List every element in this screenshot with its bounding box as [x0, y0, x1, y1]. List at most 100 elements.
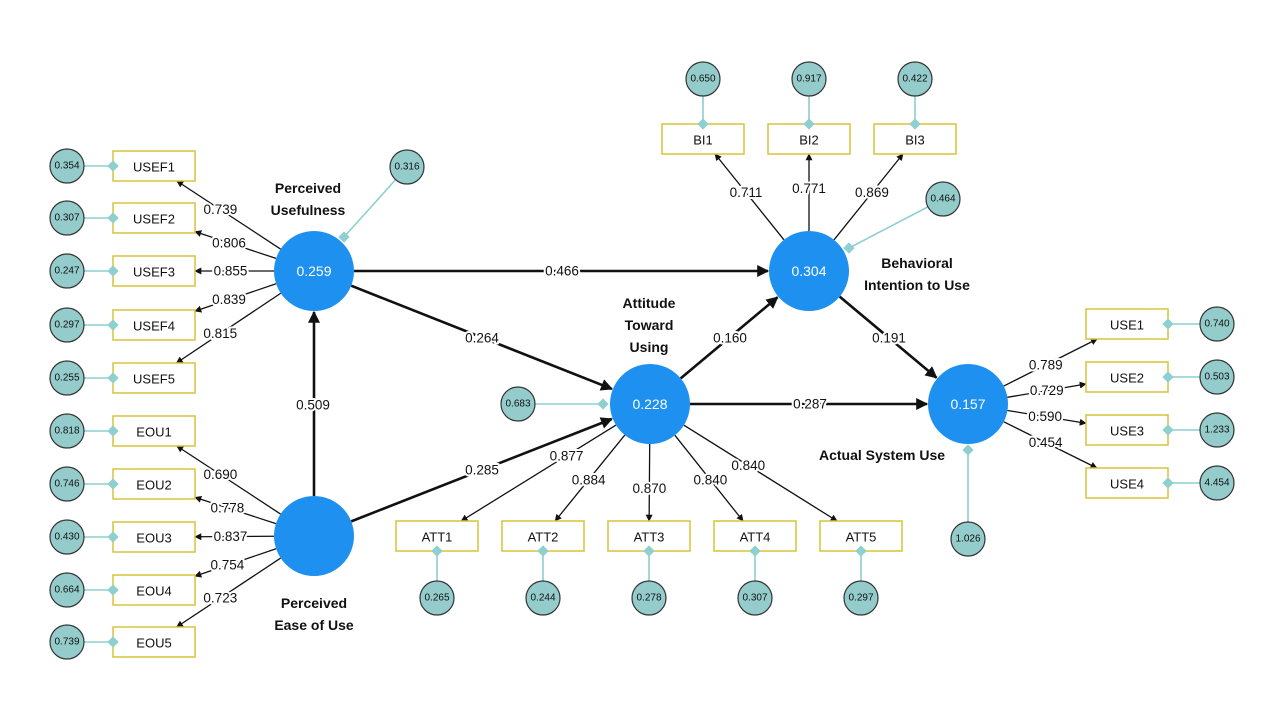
error-circle-att1 [419, 580, 455, 616]
loading-value-att4: 0.840 [693, 472, 727, 487]
latent-error-link-bi [848, 206, 929, 249]
indicator-label-use2: USE2 [1110, 371, 1144, 386]
indicator-label-usef1: USEF1 [133, 160, 175, 175]
loading-arrow-usef2 [194, 230, 277, 260]
indicator-box-usef2 [112, 202, 196, 234]
latent-construct-use [928, 364, 1008, 444]
error-value-att4: 0.307 [742, 593, 767, 604]
indicator-box-eou5 [112, 626, 196, 658]
error-circle-eou3 [49, 519, 85, 555]
latent-r-squared-att: 0.228 [632, 396, 667, 412]
error-value-bi3: 0.422 [902, 74, 927, 85]
indicator-label-bi3: BI3 [905, 133, 925, 148]
error-link-diamond-att2 [537, 545, 549, 557]
indicator-label-use3: USE3 [1110, 424, 1144, 439]
latent-error-value-use: 1.026 [955, 534, 980, 545]
indicator-label-att1: ATT1 [422, 530, 453, 545]
indicator-label-eou5: EOU5 [136, 636, 171, 651]
latent-error-value-att: 0.683 [505, 399, 530, 410]
loading-value-use4: 0.454 [1029, 435, 1063, 450]
path-peou_att-arrow [350, 417, 613, 523]
error-value-usef3: 0.247 [54, 266, 79, 277]
error-circle-use4 [1199, 465, 1235, 501]
latent-error-link-pu [343, 179, 397, 238]
error-circle-att4 [737, 580, 773, 616]
loading-value-bi3: 0.869 [855, 185, 889, 200]
loading-arrow-att1 [460, 424, 617, 522]
loading-value-eou4: 0.754 [211, 558, 245, 573]
loading-value-bi1: 0.711 [730, 185, 763, 200]
latent-label-att-line-1: Attitude [623, 295, 676, 311]
error-link-diamond-use3 [1162, 424, 1174, 436]
loading-value-usef1: 0.739 [204, 202, 238, 217]
path-coefficient-pu_att: 0.264 [465, 331, 499, 346]
loading-arrow-bi3 [833, 153, 904, 241]
loading-arrow-eou1 [176, 445, 281, 515]
indicator-box-use3 [1085, 414, 1169, 446]
latent-label-att-line-2: Toward [625, 317, 674, 333]
loading-arrow-att4 [674, 434, 744, 522]
loading-arrow-eou5 [176, 557, 282, 628]
loading-value-usef4: 0.839 [212, 292, 246, 307]
latent-r-squared-use: 0.157 [950, 396, 985, 412]
indicator-box-use4 [1085, 467, 1169, 499]
error-link-diamond-use1 [1162, 318, 1174, 330]
indicator-label-eou2: EOU2 [136, 478, 171, 493]
error-link-diamond-att3 [643, 545, 655, 557]
loading-arrow-att3 [645, 443, 653, 522]
indicator-box-eou1 [112, 415, 196, 447]
error-value-use1: 0.740 [1204, 319, 1229, 330]
loading-value-eou2: 0.778 [210, 500, 244, 515]
loading-value-use3: 0.590 [1028, 409, 1062, 424]
loading-arrow-att2 [554, 434, 626, 522]
indicator-label-bi2: BI2 [799, 133, 819, 148]
error-link-diamond-use4 [1162, 477, 1174, 489]
error-value-usef2: 0.307 [54, 213, 79, 224]
latent-label-peou-line-2: Ease of Use [274, 617, 354, 633]
loading-arrow-usef5 [175, 292, 282, 364]
loading-value-att1: 0.877 [550, 448, 584, 463]
error-value-att3: 0.278 [636, 593, 661, 604]
indicator-label-usef5: USEF5 [133, 372, 175, 387]
indicator-box-eou2 [112, 468, 196, 500]
loading-value-use1: 0.789 [1029, 357, 1063, 372]
error-circle-att2 [525, 580, 561, 616]
error-circle-att3 [631, 580, 667, 616]
error-circle-eou2 [49, 466, 85, 502]
loading-value-eou5: 0.723 [203, 591, 237, 606]
path-att_bi-arrow [679, 296, 779, 380]
error-value-eou3: 0.430 [54, 532, 79, 543]
error-value-eou4: 0.664 [54, 585, 79, 596]
error-link-diamond-att5 [855, 545, 867, 557]
latent-label-use-line-1: Actual System Use [819, 447, 945, 463]
error-circle-usef5 [49, 360, 85, 396]
loading-arrow-bi1 [714, 153, 785, 241]
latent-error-diamond-att [597, 398, 609, 410]
error-value-att5: 0.297 [848, 593, 873, 604]
error-value-usef5: 0.255 [54, 373, 79, 384]
error-circle-eou5 [49, 624, 85, 660]
latent-construct-pu [274, 231, 354, 311]
indicator-label-usef3: USEF3 [133, 265, 175, 280]
loading-arrow-usef1 [176, 180, 281, 250]
error-circle-use3 [1199, 412, 1235, 448]
loading-value-usef5: 0.815 [203, 326, 237, 341]
latent-construct-att [610, 364, 690, 444]
error-circle-use2 [1199, 359, 1235, 395]
loading-arrow-eou2 [194, 495, 277, 525]
loading-value-use2: 0.729 [1030, 383, 1064, 398]
error-value-bi1: 0.650 [690, 74, 715, 85]
indicator-label-bi1: BI1 [693, 133, 713, 148]
error-circle-usef1 [49, 148, 85, 184]
latent-r-squared-bi: 0.304 [791, 263, 826, 279]
loading-value-att5: 0.840 [731, 458, 765, 473]
path-coefficient-peou_pu: 0.509 [296, 398, 330, 413]
indicator-label-att4: ATT4 [740, 530, 771, 545]
error-circle-bi2 [791, 61, 827, 97]
error-circle-bi3 [897, 61, 933, 97]
error-circle-eou1 [49, 413, 85, 449]
path-coefficient-att_bi: 0.160 [713, 331, 747, 346]
loading-value-att2: 0.884 [572, 472, 606, 487]
path-coefficient-pu_bi: 0.466 [545, 264, 579, 279]
path-pu_att-arrow [350, 284, 613, 391]
